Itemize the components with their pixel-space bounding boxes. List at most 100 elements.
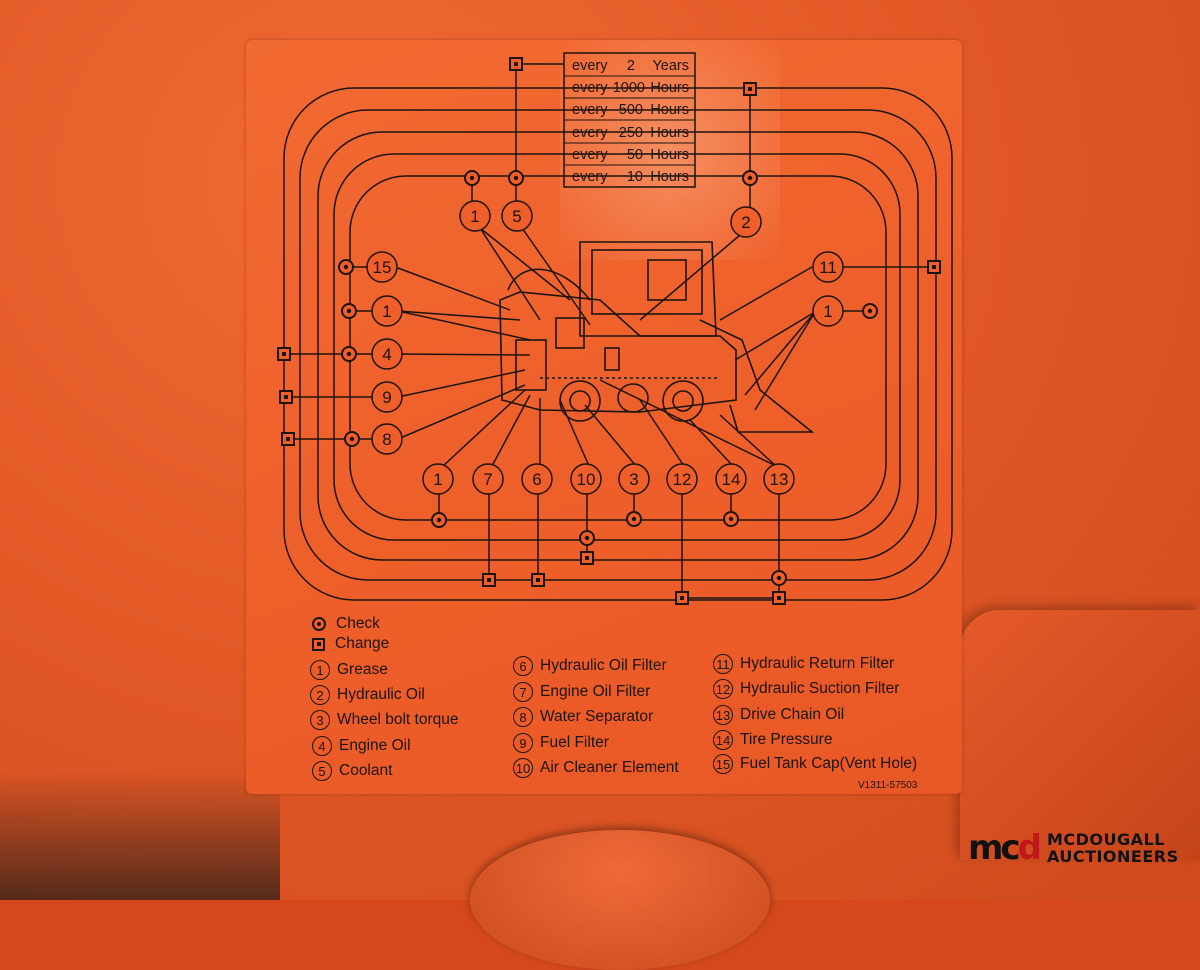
interval-every-2: every [572, 102, 608, 118]
legend-number: 6 [513, 656, 533, 676]
check-symbol-icon [312, 617, 326, 631]
legend-change-label: Change [335, 635, 390, 652]
legend-number: 14 [713, 730, 733, 750]
legend-item: 3 Wheel bolt torque [310, 710, 459, 730]
change-marker-icon [743, 82, 757, 96]
maintenance-decal [246, 40, 962, 794]
logo-line-1: MCDOUGALL [1046, 830, 1165, 849]
legend-number: 12 [713, 679, 733, 699]
interval-every-0: every [572, 58, 608, 74]
interval-every-3: every [572, 125, 608, 141]
interval-every-5: every [572, 169, 608, 185]
interval-amount-5: 10 [627, 169, 643, 185]
callout-top-2: 2 [730, 206, 762, 238]
legend-item: 10 Air Cleaner Element [513, 758, 679, 778]
legend-label: Drive Chain Oil [740, 706, 845, 723]
callout-top-5: 5 [501, 200, 533, 232]
legend-number: 5 [312, 761, 332, 781]
track-250 [317, 131, 919, 561]
change-marker-icon [281, 432, 295, 446]
check-marker-icon [579, 530, 595, 546]
track-50 [333, 153, 901, 541]
legend-number: 15 [713, 754, 733, 774]
callout-left-4: 4 [371, 338, 403, 370]
interval-unit-2: Hours [650, 102, 689, 118]
callout-number: 1 [433, 470, 442, 489]
change-marker-icon [580, 551, 594, 565]
legend-label: Engine Oil [339, 737, 411, 754]
callout-number: 12 [673, 470, 692, 489]
track-lines [283, 63, 953, 601]
callout-number: 3 [629, 470, 638, 489]
interval-amount-0: 2 [627, 58, 635, 74]
legend-number: 1 [310, 660, 330, 680]
legend-number: 2 [310, 685, 330, 705]
side-bracket [960, 610, 1200, 860]
callout-bottom-1: 1 [422, 463, 454, 495]
legend-number: 11 [713, 654, 733, 674]
legend-number: 10 [513, 758, 533, 778]
legend-number: 3 [310, 710, 330, 730]
watermark-logo: mcd MCDOUGALL AUCTIONEERS [968, 828, 1179, 868]
callout-number: 1 [470, 207, 479, 226]
interval-amount-1: 1000 [613, 80, 645, 96]
callout-top-1: 1 [459, 200, 491, 232]
interval-every-1: every [572, 80, 608, 96]
check-marker-icon [338, 259, 354, 275]
change-marker-icon [509, 57, 523, 71]
track-1000 [283, 87, 953, 601]
check-marker-icon [723, 511, 739, 527]
maintenance-diagram: every 2 Years every 1000 Hours every 500… [277, 52, 953, 605]
check-marker-icon [626, 511, 642, 527]
legend-label: Coolant [339, 762, 393, 779]
callout-bottom-3: 3 [618, 463, 650, 495]
interval-table: every 2 Years every 1000 Hours every 500… [563, 52, 696, 188]
change-marker-icon [277, 347, 291, 361]
legend-label: Fuel Tank Cap(Vent Hole) [740, 755, 918, 772]
callout-number: 15 [373, 258, 392, 277]
legend-label: Fuel Filter [540, 734, 609, 751]
interval-unit-1: Hours [650, 80, 689, 96]
legend-check-label: Check [336, 615, 380, 632]
callout-number: 10 [577, 470, 596, 489]
legend-check: Check [312, 615, 380, 633]
interval-amount-4: 50 [627, 147, 643, 163]
legend-change: Change [312, 635, 389, 653]
skid-steer-drawing [499, 241, 815, 433]
legend-label: Air Cleaner Element [540, 759, 679, 776]
change-marker-icon [279, 390, 293, 404]
part-number: V1311-57503 [858, 780, 918, 791]
legend-label: Hydraulic Suction Filter [740, 680, 900, 697]
change-marker-icon [927, 260, 941, 274]
callout-number: 5 [512, 207, 521, 226]
callout-number: 13 [770, 470, 789, 489]
legend-item: 14 Tire Pressure [713, 730, 832, 750]
legend-label: Tire Pressure [740, 731, 833, 748]
legend-label: Water Separator [540, 708, 654, 725]
interval-amount-2: 500 [619, 102, 643, 118]
change-marker-icon [482, 573, 496, 587]
interval-every-4: every [572, 147, 608, 163]
check-marker-icon [508, 170, 524, 186]
callout-bottom-6: 6 [521, 463, 553, 495]
logo-mark-text: mc [968, 828, 1021, 868]
legend-item: 6 Hydraulic Oil Filter [513, 656, 667, 676]
legend-label: Wheel bolt torque [337, 711, 459, 728]
interval-unit-0: Years [652, 58, 689, 74]
check-marker-icon [464, 170, 480, 186]
check-marker-icon [771, 570, 787, 586]
change-marker-icon [531, 573, 545, 587]
callout-number: 14 [722, 470, 741, 489]
logo-line-2: AUCTIONEERS [1046, 847, 1179, 866]
legend-label: Engine Oil Filter [540, 683, 651, 700]
legend-item: 12 Hydraulic Suction Filter [713, 679, 899, 699]
callout-bottom-10: 10 [570, 463, 602, 495]
callout-number: 1 [823, 302, 832, 321]
legend-label: Hydraulic Oil Filter [540, 657, 667, 674]
